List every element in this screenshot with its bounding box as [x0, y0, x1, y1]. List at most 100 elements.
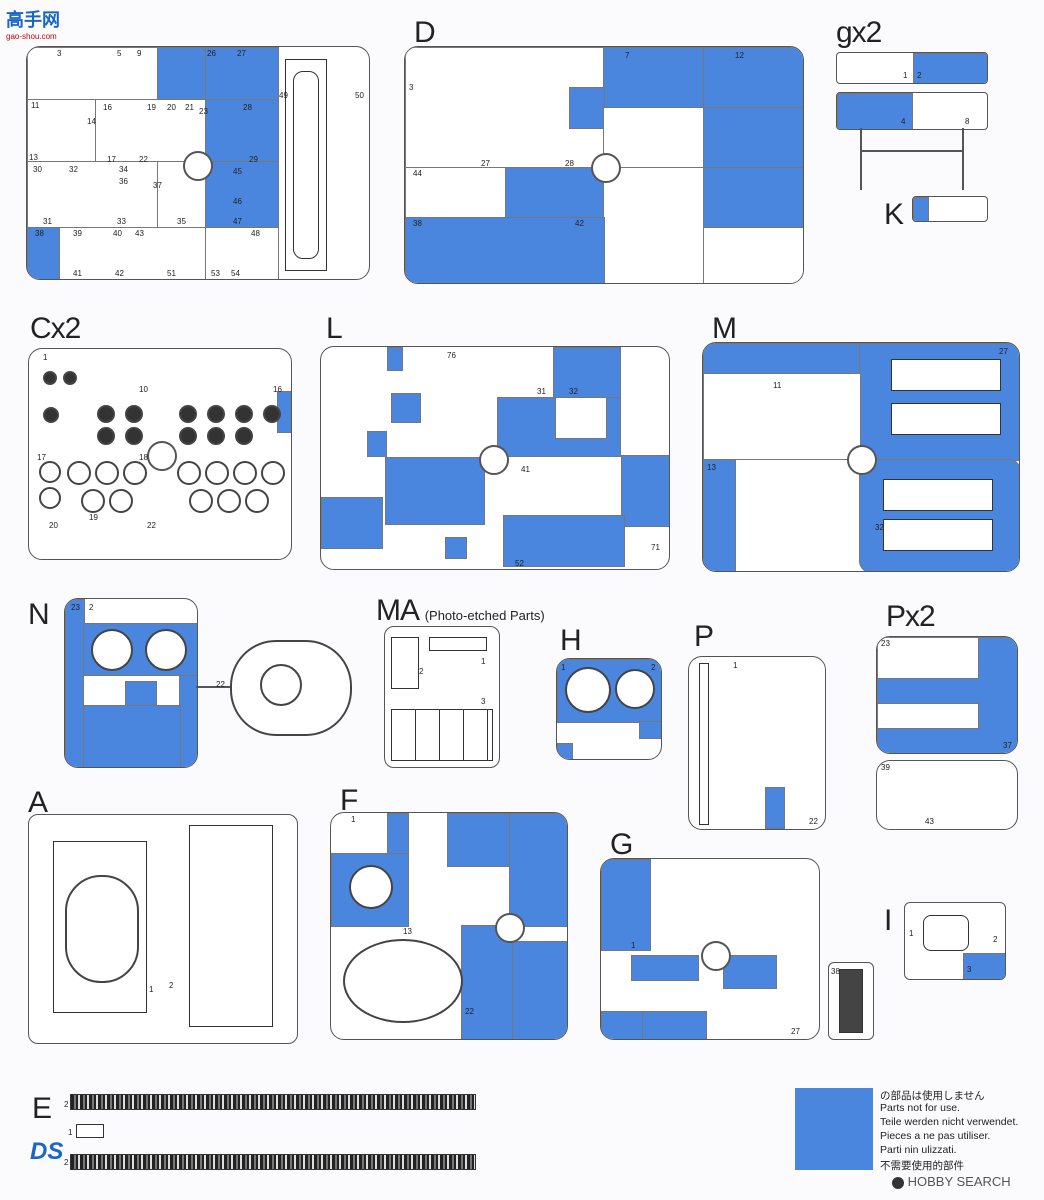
part-number: 2 [651, 663, 656, 672]
sprue-label-l: L [326, 312, 343, 345]
sprue-ma: 1 2 3 [384, 626, 500, 768]
part-number: 38 [413, 219, 422, 228]
sprue-label-gx2: gx2 [836, 16, 882, 49]
sprue-label-cx2: Cx2 [30, 312, 81, 345]
part-number: 39 [881, 763, 890, 772]
part-number: 38 [35, 229, 44, 238]
part-number: 13 [707, 463, 716, 472]
sprue-label-ma-text: MA [376, 594, 418, 627]
part-number: 9 [137, 49, 142, 58]
sprue-l: 76 31 32 41 52 71 [320, 346, 670, 570]
sprue-label-d: D [414, 16, 436, 49]
part-number: 18 [139, 453, 148, 462]
part-number: 45 [233, 167, 242, 176]
sprue-label-m: M [712, 312, 737, 345]
part-number: 1 [351, 815, 356, 824]
sprue-a: 1 2 [28, 814, 298, 1044]
sprue-f: 1 13 22 [330, 812, 568, 1040]
sprue-p: 1 22 [688, 656, 826, 830]
part-number: 12 [735, 51, 744, 60]
sprue-label-k: K [884, 198, 904, 231]
part-number: 76 [447, 351, 456, 360]
sprue-n: 23 2 [64, 598, 198, 768]
part-number: 53 [211, 269, 220, 278]
part-number: 7 [625, 51, 630, 60]
part-number: 2 [419, 667, 424, 676]
part-number: 41 [73, 269, 82, 278]
site-logo-text: 高手网 [6, 10, 60, 30]
part-number: 30 [33, 165, 42, 174]
part-number: 19 [89, 513, 98, 522]
part-number: 35 [177, 217, 186, 226]
part-number: 17 [37, 453, 46, 462]
track-pin [76, 1124, 104, 1138]
legend-line-ja: の部品は使用しません [880, 1090, 985, 1102]
part-number: 19 [147, 103, 156, 112]
part-number: 32 [569, 387, 578, 396]
part-number: 23 [881, 639, 890, 648]
part-number: 5 [117, 49, 122, 58]
sprue-d: 7 12 3 27 28 44 38 42 [404, 46, 804, 284]
part-number: 22 [139, 155, 148, 164]
part-number: 23 [199, 107, 208, 116]
legend-line-de: Teile werden nicht verwendet. [880, 1116, 1019, 1128]
part-number: 43 [925, 817, 934, 826]
sprue-px2-top: 23 37 [876, 636, 1018, 754]
part-number: 17 [107, 155, 116, 164]
part-number: 28 [565, 159, 574, 168]
part-number: 36 [119, 177, 128, 186]
part-number: 1 [481, 657, 486, 666]
track-link-bottom [70, 1154, 476, 1170]
part-number: 2 [993, 935, 998, 944]
sprue-k [912, 196, 988, 222]
sprue-g-extension: 38 [828, 962, 874, 1040]
sprue-label-p: P [694, 620, 714, 653]
part-number: 28 [243, 103, 252, 112]
part-number: 27 [481, 159, 490, 168]
part-number: 13 [403, 927, 412, 936]
part-number: 40 [113, 229, 122, 238]
sprue-label-g: G [610, 828, 633, 861]
part-number: 32 [875, 523, 884, 532]
sprue-gx2-bottom: 4 8 [836, 92, 988, 130]
part-number: 1 [43, 353, 48, 362]
sprue-top-left: 3 5 9 26 27 49 50 11 14 16 19 20 21 23 2… [26, 46, 370, 280]
sprue-label-i: I [884, 904, 892, 937]
part-number: 27 [791, 1027, 800, 1036]
part-number: 3 [409, 83, 414, 92]
sprue-i: 1 2 3 [904, 902, 1006, 980]
part-number: 1 [903, 71, 908, 80]
photo-etched-note: (Photo-etched Parts) [424, 608, 545, 623]
part-number: 11 [31, 101, 40, 110]
part-number: 42 [575, 219, 584, 228]
part-number: 3 [967, 965, 972, 974]
sprue-label-e: E [32, 1092, 52, 1125]
part-number: 26 [207, 49, 216, 58]
part-number: 54 [231, 269, 240, 278]
part-number: 21 [185, 103, 194, 112]
part-number: 10 [139, 385, 148, 394]
part-number: 37 [153, 181, 162, 190]
part-number: 22 [147, 521, 156, 530]
part-number: 1 [733, 661, 738, 670]
hobby-search-icon [892, 1176, 904, 1189]
sprue-label-n: N [28, 598, 50, 631]
hobby-search-watermark: HOBBY SEARCH [892, 1174, 1011, 1189]
sprue-label-a: A [28, 786, 48, 819]
part-number: 32 [69, 165, 78, 174]
part-number: 20 [49, 521, 58, 530]
sprue-px2-bottom: 39 43 [876, 760, 1018, 830]
sprue-label-px2: Px2 [886, 600, 936, 633]
part-number: 16 [273, 385, 282, 394]
part-number: 27 [999, 347, 1008, 356]
part-number: 50 [355, 91, 364, 100]
sprue-label-h: H [560, 624, 582, 657]
part-number: 33 [117, 217, 126, 226]
sprue-m: 27 11 13 32 [702, 342, 1020, 572]
part-number: 27 [237, 49, 246, 58]
part-number: 38 [831, 967, 840, 976]
legend-line-fr: Pieces a ne pas utiliser. [880, 1130, 991, 1142]
part-number: 41 [521, 465, 530, 474]
part-number: 3 [57, 49, 62, 58]
part-number: 71 [651, 543, 660, 552]
